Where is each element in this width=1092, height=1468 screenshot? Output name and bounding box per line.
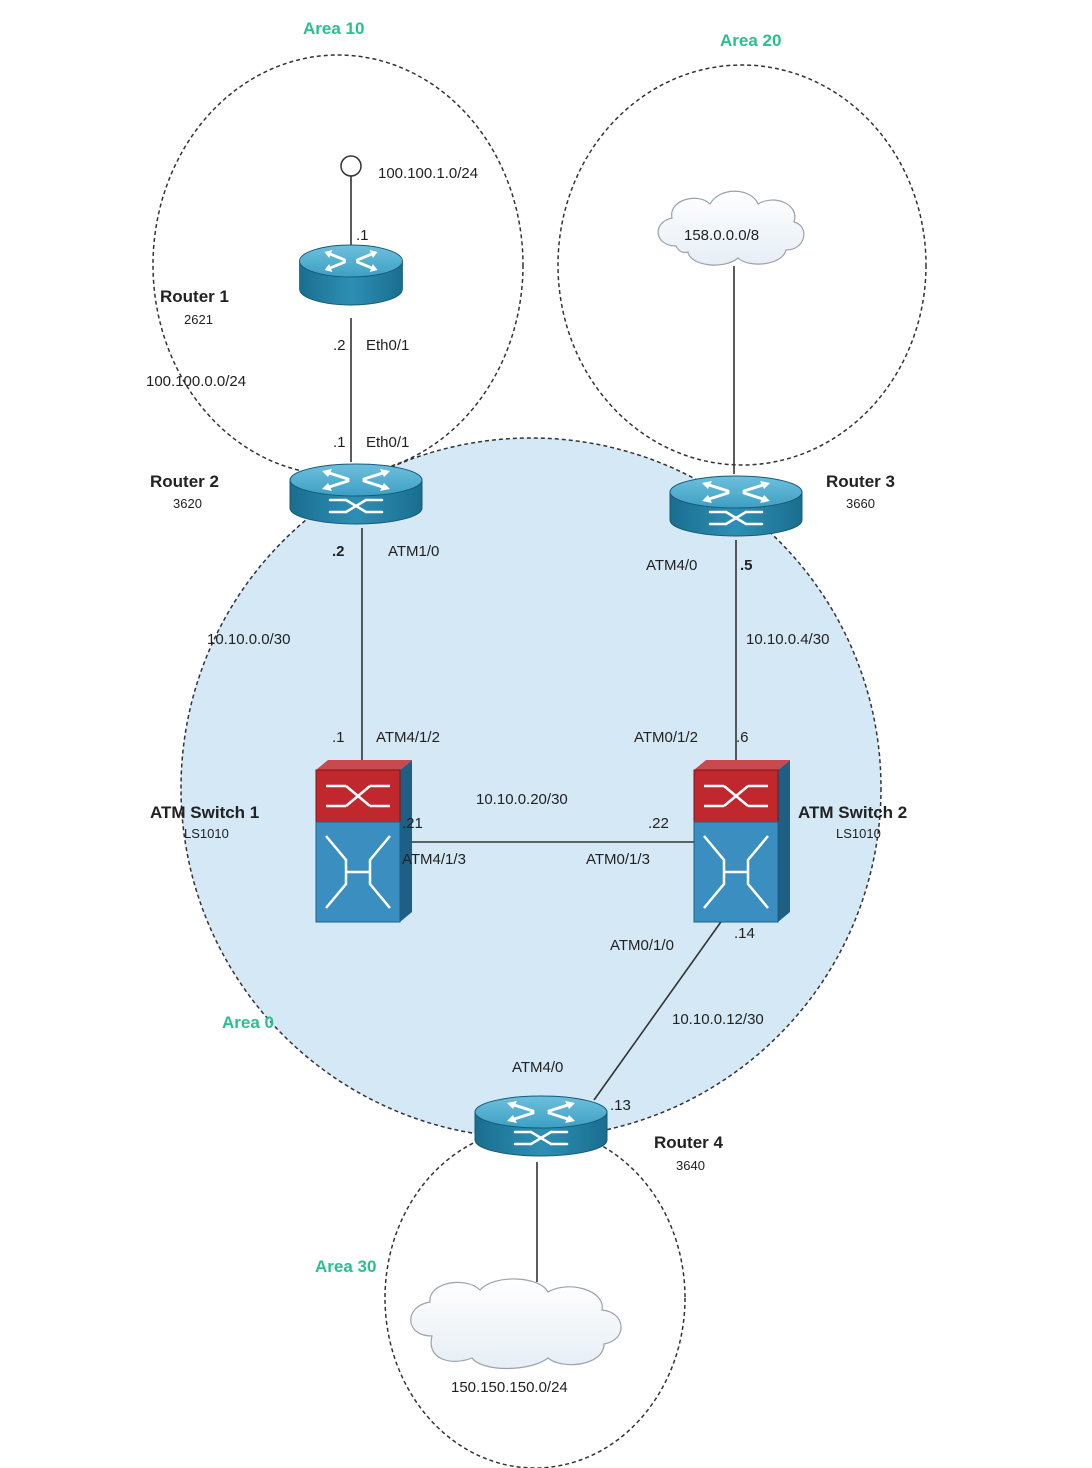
area30-label: Area 30 <box>315 1257 376 1276</box>
router1-name: Router 1 <box>160 287 229 306</box>
router1-icon <box>298 243 404 307</box>
area20-boundary <box>557 64 927 466</box>
router3-name: Router 3 <box>826 472 895 491</box>
atm-switch2-icon <box>692 758 792 924</box>
r2-eth-addr: .1 <box>333 434 346 451</box>
r2-atm-addr: .2 <box>332 543 345 560</box>
r1-eth-addr: .2 <box>333 337 346 354</box>
r3-atm-if: ATM4/0 <box>646 557 697 574</box>
r4-atm-if: ATM4/0 <box>512 1059 563 1076</box>
router4-icon <box>475 1096 607 1156</box>
sw2-r3-if: ATM0/1/2 <box>634 729 698 746</box>
sw2-r4-addr: .14 <box>734 925 755 942</box>
net-sw2-r4: 10.10.0.12/30 <box>672 1011 764 1028</box>
r4-atm-addr: .13 <box>610 1097 631 1114</box>
r1-eth-if: Eth0/1 <box>366 337 409 354</box>
sw1-sw2-if: ATM4/1/3 <box>402 851 466 868</box>
router3-model: 3660 <box>846 496 875 511</box>
net-r3-cloud: 158.0.0.0/8 <box>684 227 759 244</box>
sw2-sw1-if: ATM0/1/3 <box>586 851 650 868</box>
r2-eth-if: Eth0/1 <box>366 434 409 451</box>
r1-loop-addr: .1 <box>356 227 369 244</box>
net-sw1-sw2: 10.10.0.20/30 <box>476 791 568 808</box>
net-eth: 100.100.0.0/24 <box>146 373 246 390</box>
r3-atm-addr: .5 <box>740 557 753 574</box>
sw2-r3-addr: .6 <box>736 729 749 746</box>
net-r3-sw2: 10.10.0.4/30 <box>746 631 829 648</box>
switch2-model: LS1010 <box>836 826 881 841</box>
area10-label: Area 10 <box>303 19 364 38</box>
router2-icon <box>290 464 422 524</box>
net-r4-cloud: 150.150.150.0/24 <box>451 1379 568 1396</box>
sw1-sw2-addr: .21 <box>402 815 423 832</box>
area20-label: Area 20 <box>720 31 781 50</box>
switch1-name: ATM Switch 1 <box>150 803 259 822</box>
loopback-icon <box>340 155 362 177</box>
atm-switch1-icon <box>314 758 414 924</box>
sw1-r2-addr: .1 <box>332 729 345 746</box>
router2-model: 3620 <box>173 496 202 511</box>
r2-atm-if: ATM1/0 <box>388 543 439 560</box>
router3-icon <box>670 476 802 536</box>
cloud-150-icon <box>410 1278 622 1370</box>
sw1-r2-if: ATM4/1/2 <box>376 729 440 746</box>
router2-name: Router 2 <box>150 472 219 491</box>
router4-name: Router 4 <box>654 1133 724 1152</box>
router1-model: 2621 <box>184 312 213 327</box>
area30-boundary <box>384 1127 686 1468</box>
net-r2-sw1: 10.10.0.0/30 <box>207 631 290 648</box>
router4-model: 3640 <box>676 1158 705 1173</box>
sw2-r4-if: ATM0/1/0 <box>610 937 674 954</box>
area0-label: Area 0 <box>222 1013 274 1032</box>
net-loopback: 100.100.1.0/24 <box>378 165 478 182</box>
sw2-sw1-addr: .22 <box>648 815 669 832</box>
switch2-name: ATM Switch 2 <box>798 803 907 822</box>
cloud-158-icon <box>657 190 805 266</box>
switch1-model: LS1010 <box>184 826 229 841</box>
link-sw2-r4 <box>593 911 729 1101</box>
